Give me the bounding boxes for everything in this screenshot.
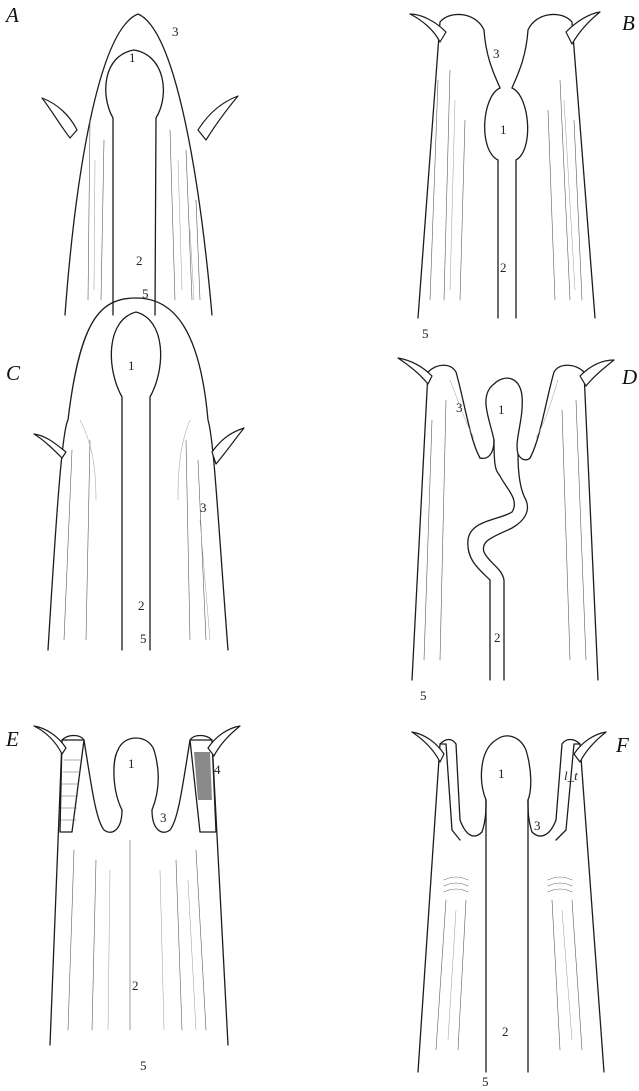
label-f-4: l_t — [564, 768, 578, 783]
label-f-3: 3 — [534, 818, 541, 833]
label-e-1: 1 — [128, 756, 135, 771]
label-c-2: 2 — [138, 598, 145, 613]
panel-label-d: D — [621, 365, 637, 389]
panel-label-f: F — [615, 733, 629, 757]
label-f-2: 2 — [502, 1024, 509, 1039]
label-f-5: 5 — [482, 1074, 489, 1089]
panel-label-b: B — [622, 11, 635, 35]
label-c-1: 1 — [128, 358, 135, 373]
label-e-2: 2 — [132, 978, 139, 993]
label-e-5: 5 — [140, 1058, 147, 1073]
panel-a: A 1 2 3 5 — [4, 3, 238, 315]
label-b-2: 2 — [500, 260, 507, 275]
label-c-5: 5 — [140, 631, 147, 646]
label-d-2: 2 — [494, 630, 501, 645]
label-a-3: 3 — [172, 24, 179, 39]
panel-label-a: A — [4, 3, 19, 27]
label-c-3: 3 — [200, 500, 207, 515]
label-a-2: 2 — [136, 253, 143, 268]
panel-label-c: C — [6, 361, 21, 385]
label-e-3: 3 — [160, 810, 167, 825]
panel-e: E 1 2 3 4 5 — [5, 726, 240, 1073]
label-b-1: 1 — [500, 122, 507, 137]
label-b-5: 5 — [422, 326, 429, 341]
panel-c: C 1 2 3 5 — [6, 298, 244, 650]
label-e-4: 4 — [214, 762, 221, 777]
label-d-3: 3 — [456, 400, 463, 415]
label-d-5: 5 — [420, 688, 427, 703]
panel-d: D 1 2 3 5 — [398, 358, 637, 703]
panel-label-e: E — [5, 727, 19, 751]
label-d-1: 1 — [498, 402, 505, 417]
label-a-1: 1 — [129, 50, 136, 65]
label-b-3: 3 — [493, 46, 500, 61]
panel-b: B 1 2 3 5 — [410, 11, 635, 341]
panel-f: F 1 2 3 l_t 5 — [412, 732, 629, 1089]
label-f-1: 1 — [498, 766, 505, 781]
